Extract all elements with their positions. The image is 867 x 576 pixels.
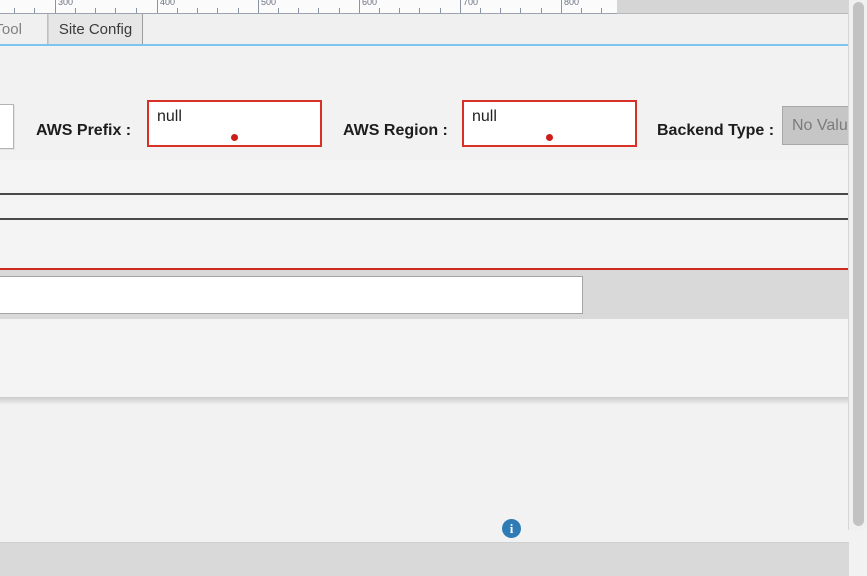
aws-region-label: AWS Region : [343,122,448,139]
ruler-label-300: 300 [58,0,74,7]
ruler-label-800: 800 [564,0,580,7]
aws-prefix-input[interactable]: null [147,100,322,147]
section-divider-top [0,193,849,195]
aws-region-error-dot-icon [546,134,553,141]
tab-site-config[interactable]: Site Config [48,14,143,44]
backend-type-value: No Value [792,116,857,134]
wide-text-input[interactable] [0,276,583,314]
section-divider-bottom [0,218,849,220]
section-gap-1 [0,160,849,193]
aws-region-value: null [472,108,497,125]
config-form-row: AWS Prefix : null AWS Region : null Back… [0,94,867,160]
ruler-label-600: 600 [362,0,378,7]
section-gap-3 [0,220,849,268]
section-gap-4 [0,319,849,397]
section-gap-2 [0,195,849,218]
backend-type-label: Backend Type : [657,122,775,139]
aws-prefix-label: AWS Prefix : [36,122,132,139]
tab-site-config-label: Site Config [58,20,133,38]
horizontal-ruler: 300 400 500 600 700 800 [0,0,617,14]
aws-prefix-value: null [157,108,182,125]
error-rule [0,268,849,270]
tab-active-underline [0,44,849,46]
tab-query-tool-label: y Tool [0,20,22,38]
tab-bar-empty-area [144,14,849,44]
aws-region-input[interactable]: null [462,100,637,147]
tab-bar: y Tool Site Config [0,14,849,45]
ruler-label-500: 500 [261,0,277,7]
site-config-panel: AWS Prefix : null AWS Region : null Back… [0,46,867,576]
clipped-input-field[interactable] [0,104,14,149]
ruler-label-400: 400 [160,0,176,7]
ruler-label-700: 700 [463,0,479,7]
info-icon-glyph: i [509,520,514,536]
info-icon[interactable]: i [502,519,521,538]
lower-empty-pane [0,405,849,543]
aws-prefix-error-dot-icon [231,134,238,141]
tab-query-tool[interactable]: y Tool [0,14,48,44]
vertical-scrollbar-thumb[interactable] [853,2,864,526]
pane-shadow [0,397,849,405]
vertical-scrollbar[interactable] [848,0,867,530]
ruler-inactive-region [617,0,849,14]
status-bar [0,543,849,576]
